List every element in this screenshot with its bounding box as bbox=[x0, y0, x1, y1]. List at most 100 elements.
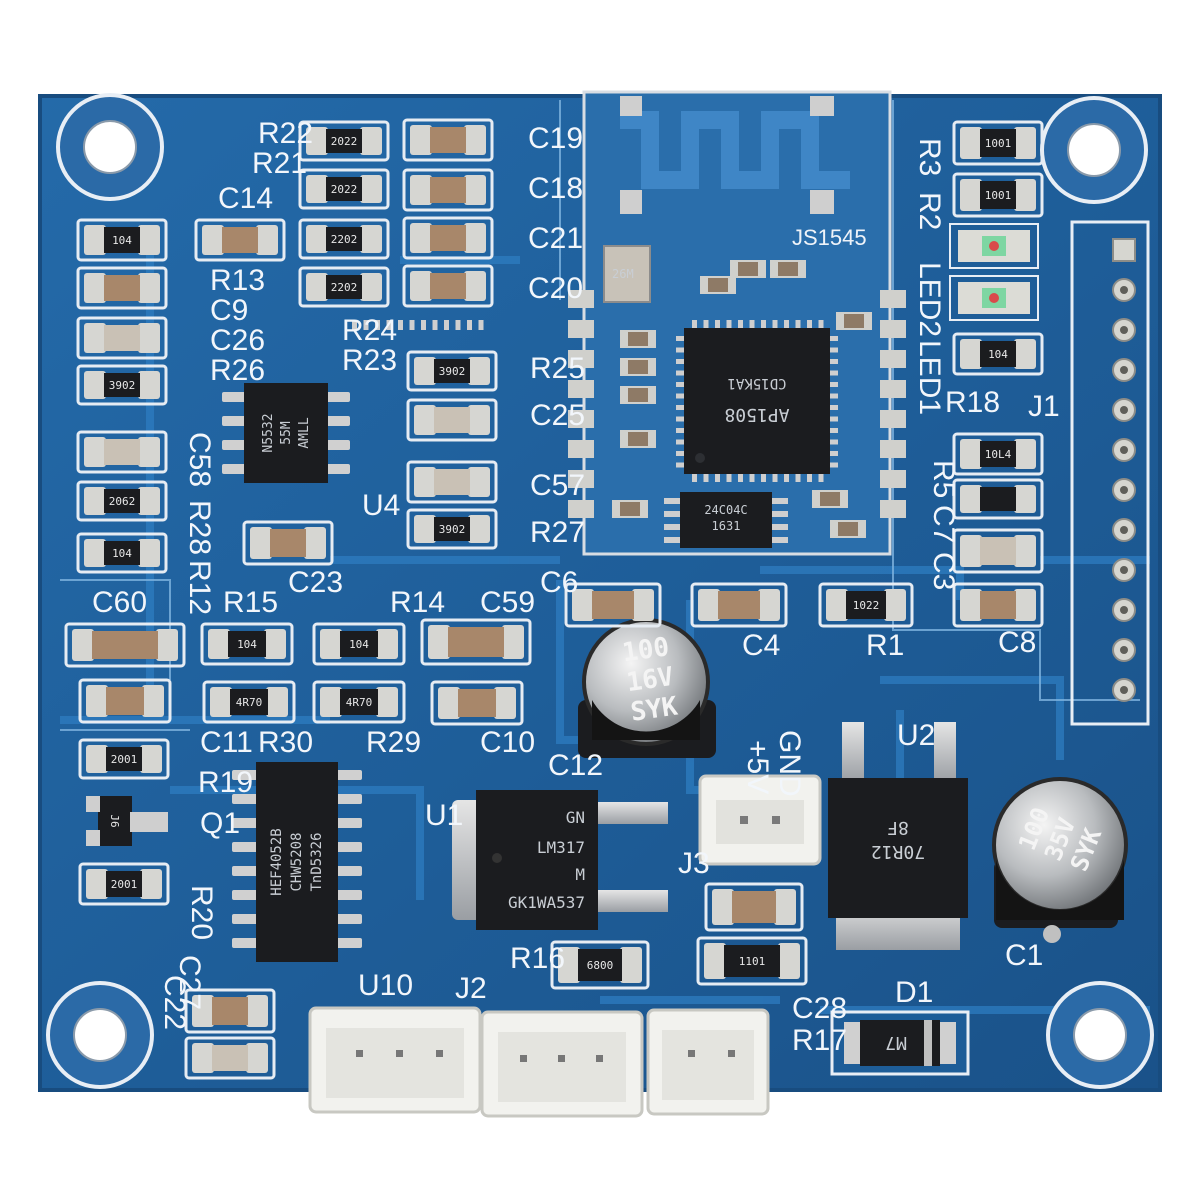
svg-text:M7: M7 bbox=[885, 1032, 907, 1053]
smd-part-5 bbox=[402, 118, 494, 162]
svg-text:8F: 8F bbox=[887, 817, 909, 838]
smd-part-38 bbox=[952, 528, 1044, 574]
smd-part-3: 2202 bbox=[298, 218, 390, 260]
smd-part-4: 2202 bbox=[298, 266, 390, 308]
smd-code-r19: 2001 bbox=[111, 753, 138, 766]
silk-label-c4: C4 bbox=[742, 629, 780, 662]
silk-label-j2: J2 bbox=[455, 972, 487, 1005]
silk-label-c11: C11 bbox=[200, 726, 253, 759]
smd-part-10: 104 bbox=[76, 218, 168, 262]
silk-label-c10: C10 bbox=[480, 726, 535, 759]
led2 bbox=[949, 223, 1039, 269]
module-pad-11 bbox=[880, 350, 906, 368]
smd-part-26 bbox=[78, 678, 172, 724]
silk-label-c3: C3 bbox=[927, 552, 960, 590]
smd-part-13: 3902 bbox=[76, 364, 168, 406]
smd-code-r16: 6800 bbox=[587, 959, 614, 972]
smd-part-42: 1001 bbox=[952, 172, 1044, 218]
mounting-holes bbox=[46, 93, 1154, 1089]
smd-code-r20: 2001 bbox=[111, 878, 138, 891]
svg-text:AP1508: AP1508 bbox=[724, 404, 789, 425]
ap1508-chip: AP1508 CD15KA1 bbox=[352, 320, 838, 482]
smd-part-1: 2022 bbox=[298, 120, 390, 162]
module-smd-5 bbox=[770, 260, 806, 278]
smd-part-16: 104 bbox=[76, 532, 168, 574]
svg-text:AMLL: AMLL bbox=[297, 417, 312, 448]
smd-part-40: 10L4 bbox=[952, 432, 1044, 476]
silk-label-r26: R26 bbox=[210, 354, 265, 387]
svg-text:GK1WA537: GK1WA537 bbox=[508, 893, 585, 912]
svg-text:55M: 55M bbox=[279, 421, 294, 445]
silk-label-c28: C28 bbox=[792, 992, 847, 1025]
module-pad-8 bbox=[568, 500, 594, 518]
smd-part-12 bbox=[76, 316, 168, 360]
silk-label-c59: C59 bbox=[480, 586, 535, 619]
silk-label-c1: C1 bbox=[1005, 939, 1043, 972]
silk-label-c60: C60 bbox=[92, 586, 147, 619]
svg-text:TnD5326: TnD5326 bbox=[309, 832, 325, 891]
silk-label-c18: C18 bbox=[528, 172, 583, 205]
silk-label-r14: R14 bbox=[390, 586, 445, 619]
led1 bbox=[949, 275, 1039, 321]
silk-label-r13: R13 bbox=[210, 264, 265, 297]
smd-part-44: 6800 bbox=[550, 940, 650, 990]
silk-label-c19: C19 bbox=[528, 122, 583, 155]
smd-part-11 bbox=[76, 266, 168, 310]
module-smd-11 bbox=[830, 520, 866, 538]
svg-text:M: M bbox=[575, 865, 585, 884]
silk-label-c27: C27 bbox=[173, 955, 206, 1010]
module-pad-9 bbox=[880, 290, 906, 308]
smd-part-43: 104 bbox=[952, 332, 1044, 376]
module-pad-5 bbox=[568, 410, 594, 428]
svg-text:CHW5208: CHW5208 bbox=[289, 832, 305, 891]
module-pad-15 bbox=[880, 470, 906, 488]
module-pad-7 bbox=[568, 470, 594, 488]
silk-label-j1: J1 bbox=[1028, 390, 1060, 423]
svg-text:70R12: 70R12 bbox=[871, 841, 925, 862]
smd-code-r17: 1101 bbox=[739, 955, 766, 968]
silk-label-r23: R23 bbox=[342, 344, 397, 377]
silk-label-j3: J3 bbox=[678, 847, 710, 880]
smd-part-2: 2022 bbox=[298, 168, 390, 210]
smd-part-29 bbox=[430, 680, 524, 726]
module-pad-2 bbox=[568, 320, 594, 338]
smd-part-24: 104 bbox=[312, 622, 406, 666]
module-smd-7 bbox=[836, 312, 872, 330]
bottom-connectors bbox=[308, 1006, 770, 1118]
crystal-oscillator: 26M bbox=[603, 245, 651, 303]
smd-code-led1: 104 bbox=[988, 348, 1008, 361]
silk-label-c20: C20 bbox=[528, 272, 583, 305]
svg-text:26M: 26M bbox=[612, 267, 634, 281]
silk-label-c12: C12 bbox=[548, 749, 603, 782]
silk-label-q1: Q1 bbox=[200, 807, 240, 840]
silk-label-c7: C7 bbox=[927, 505, 960, 543]
silk-label-gnd: GND bbox=[773, 730, 806, 797]
smd-part-27: 4R70 bbox=[202, 680, 296, 724]
silk-label-r18: R18 bbox=[945, 386, 1000, 419]
smd-part-39 bbox=[952, 478, 1044, 520]
silk-label-led2: LED2 bbox=[913, 262, 946, 337]
module-smd-4 bbox=[730, 260, 766, 278]
eeprom-chip: 24C04C 1631 bbox=[664, 492, 788, 548]
module-pad-4 bbox=[568, 380, 594, 398]
smd-part-32 bbox=[184, 988, 276, 1034]
smd-part-21 bbox=[242, 520, 334, 566]
silk-label-r12: R12 bbox=[183, 560, 216, 615]
module-pad-14 bbox=[880, 440, 906, 458]
smd-part-28: 4R70 bbox=[312, 680, 406, 724]
module-smd-8 bbox=[620, 430, 656, 448]
c12-electrolytic-capacitor: 100 16V SYK bbox=[578, 618, 716, 758]
u10-chip-hef4052: HEF4052B CHW5208 TnD5326 bbox=[232, 762, 362, 962]
silk-label-p5v: +5V bbox=[741, 740, 774, 794]
silk-label-r5: R5 bbox=[927, 460, 960, 498]
silk-label-c14: C14 bbox=[218, 182, 273, 215]
smd-part-37 bbox=[952, 582, 1044, 628]
smd-part-25 bbox=[420, 618, 532, 666]
module-pad-13 bbox=[880, 410, 906, 428]
smd-code-r23: 2202 bbox=[331, 281, 358, 294]
smd-code-r24: 2202 bbox=[331, 233, 358, 246]
silk-label-c9: C9 bbox=[210, 294, 248, 327]
silk-label-c25: C25 bbox=[530, 399, 585, 432]
silk-label-r16: R16 bbox=[510, 942, 565, 975]
